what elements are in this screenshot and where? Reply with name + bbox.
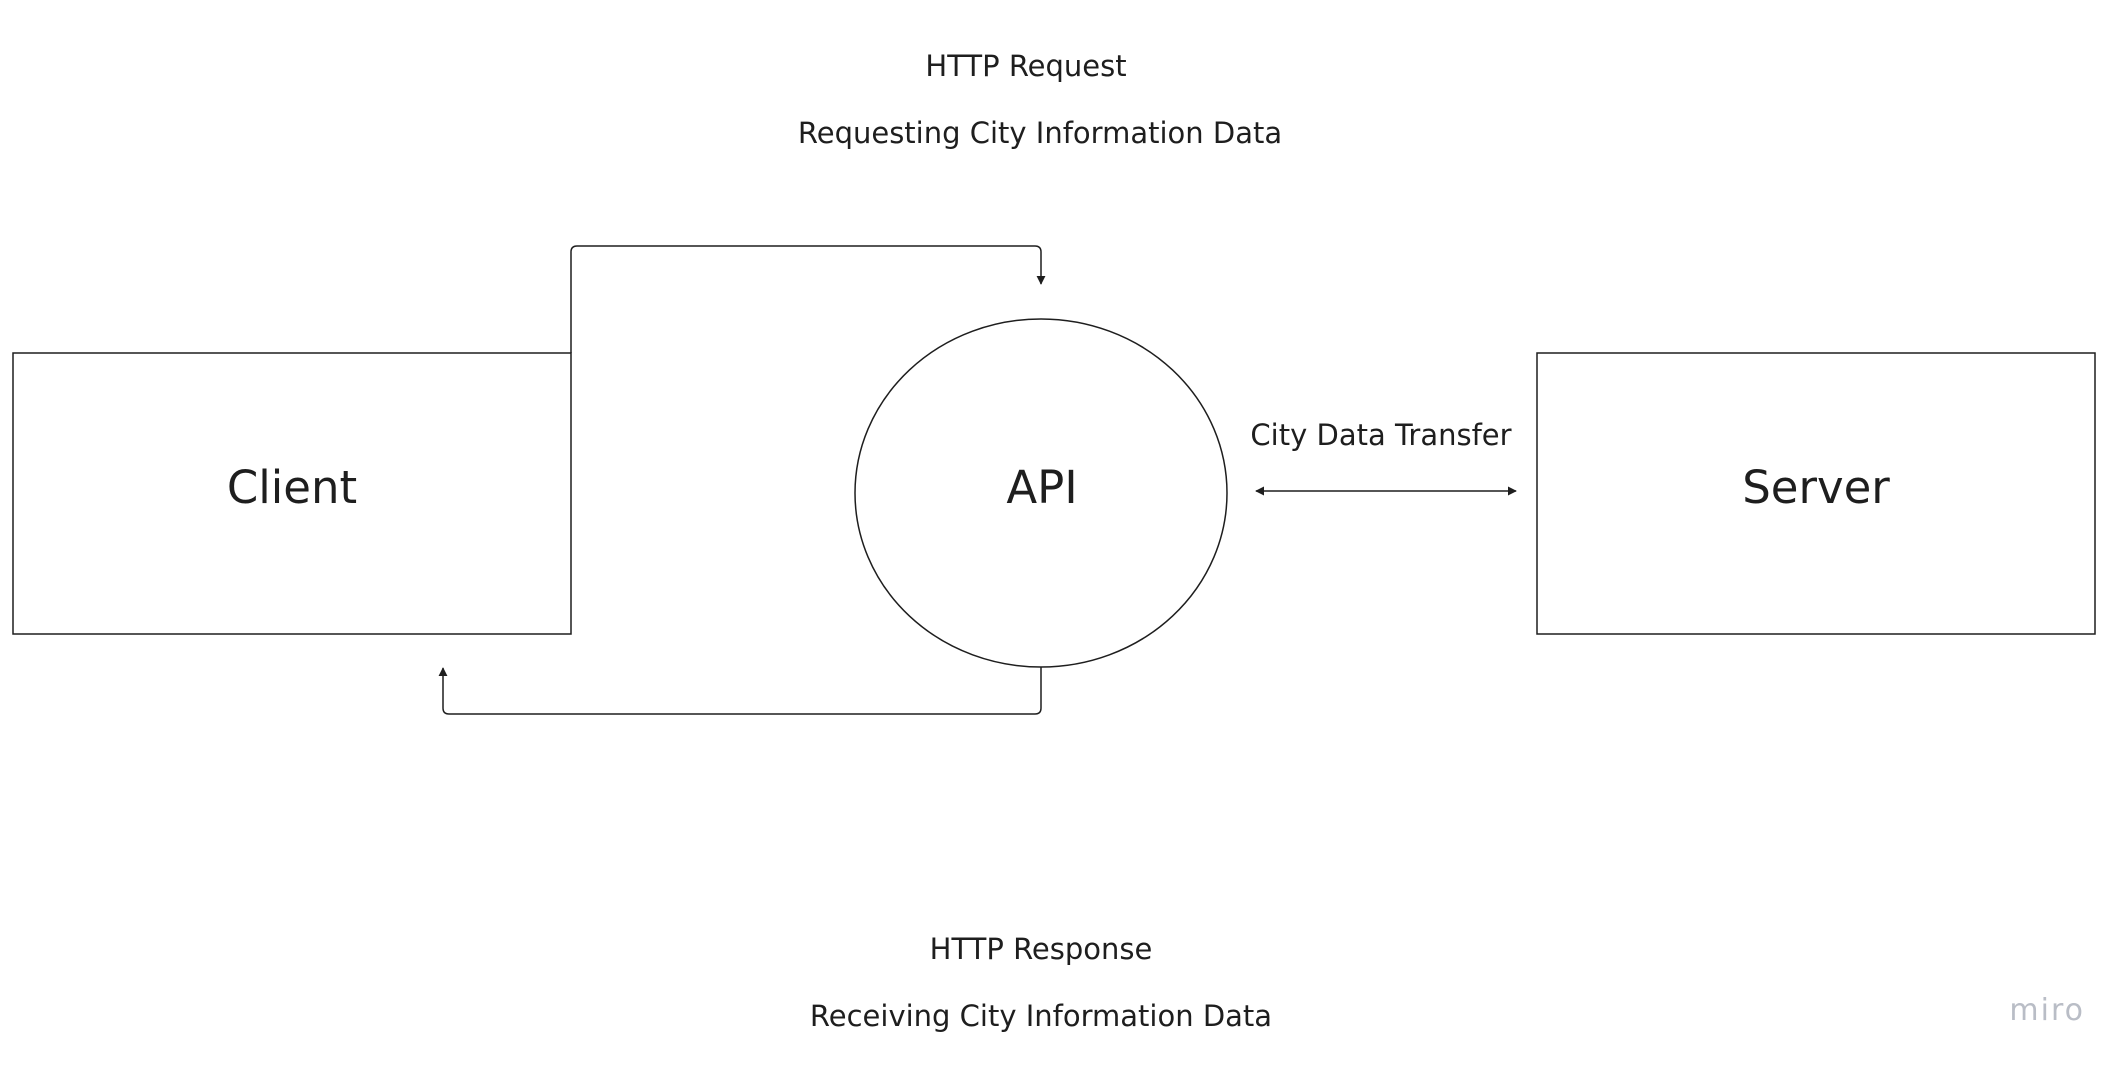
request-title: HTTP Request — [925, 49, 1127, 83]
client-label: Client — [226, 461, 358, 514]
response-description: Receiving City Information Data — [809, 999, 1273, 1033]
request-description: Requesting City Information Data — [797, 116, 1283, 150]
data-transfer-label: City Data Transfer — [1250, 418, 1512, 452]
client-box[interactable] — [12, 352, 572, 635]
response-connector[interactable] — [438, 667, 1042, 715]
response-title: HTTP Response — [929, 932, 1153, 966]
miro-watermark-logo: miro — [2009, 993, 2085, 1028]
api-label: API — [1006, 461, 1078, 514]
request-connector[interactable] — [570, 245, 1046, 353]
server-box[interactable] — [1536, 352, 2096, 635]
server-label: Server — [1742, 461, 1890, 514]
